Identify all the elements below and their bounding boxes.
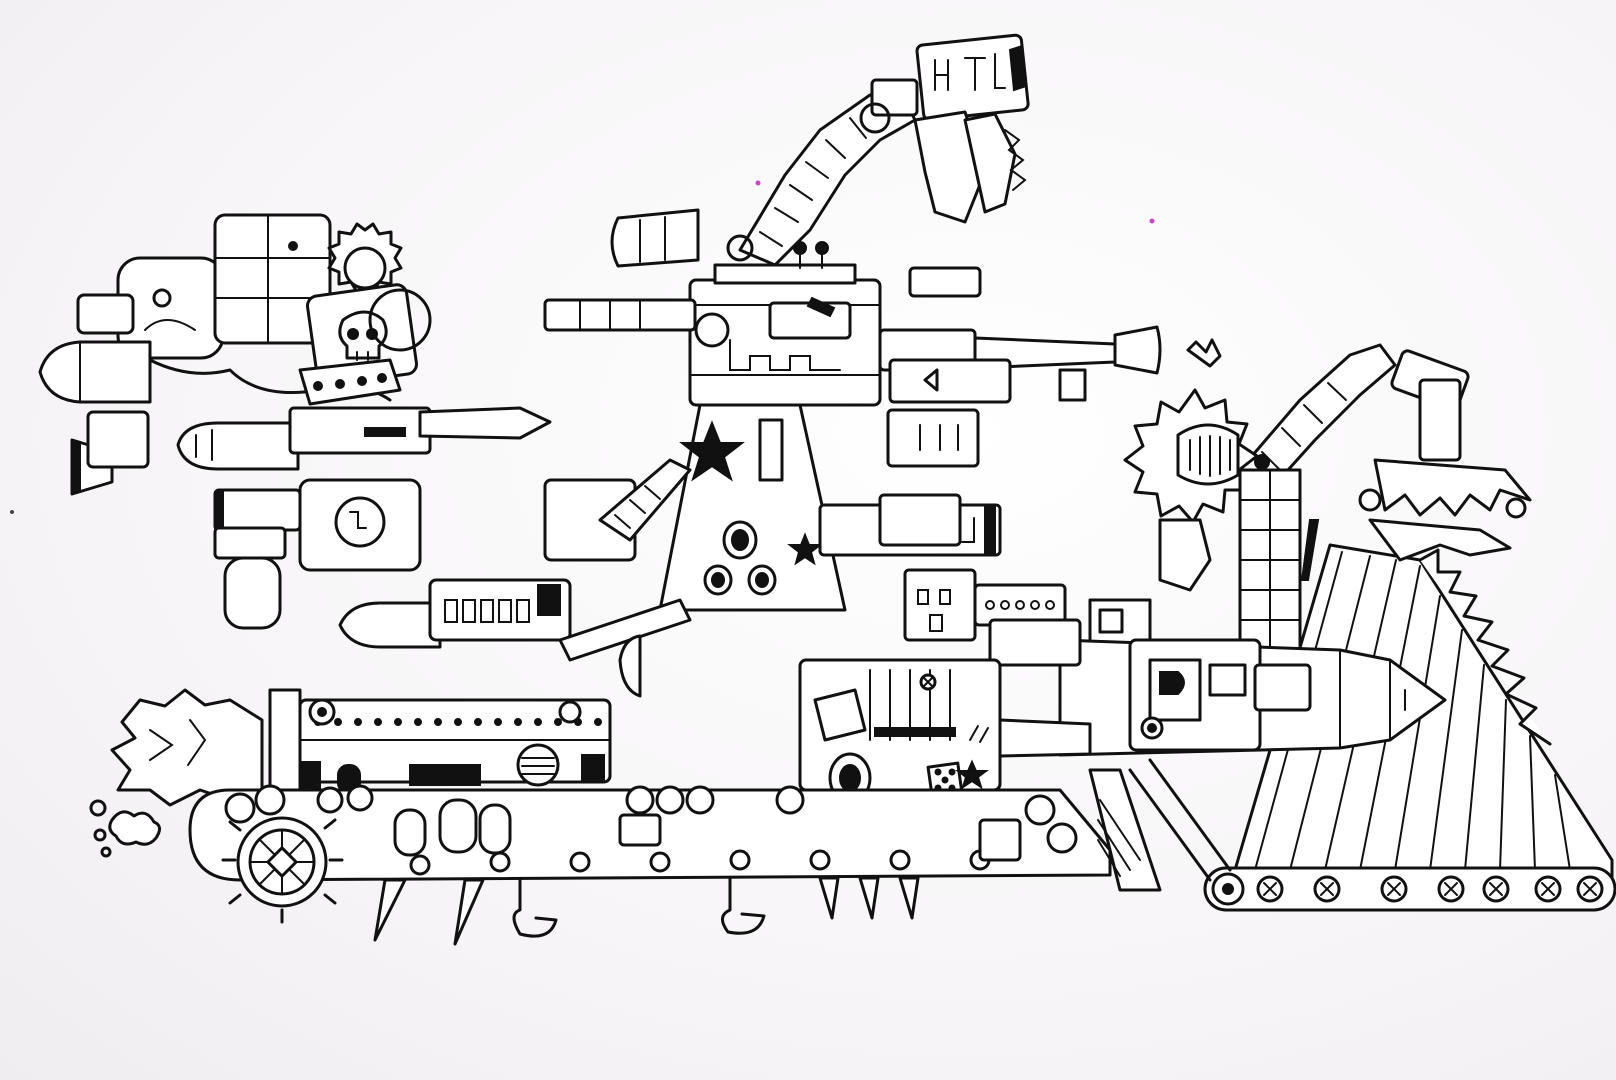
right-cannon — [1058, 638, 1447, 757]
track-ram — [1088, 758, 1232, 892]
skull-rig — [38, 213, 432, 496]
caterpillar-track — [188, 784, 1112, 946]
left-cannons — [176, 406, 552, 649]
middle-machinery — [298, 458, 1082, 698]
spiked-saw-head — [1123, 338, 1259, 592]
star-icon — [679, 420, 745, 482]
upper-claw-arm — [610, 33, 1030, 268]
track-anchors — [512, 876, 766, 938]
central-tower — [658, 241, 882, 612]
skull-icon — [338, 310, 388, 361]
exhaust-flame-icon — [89, 688, 264, 858]
main-hull — [268, 688, 612, 797]
gear-icon — [327, 222, 403, 294]
center-gunbox — [798, 658, 1092, 804]
stray-dots — [10, 180, 1155, 514]
right-claw-arm — [1238, 343, 1532, 562]
